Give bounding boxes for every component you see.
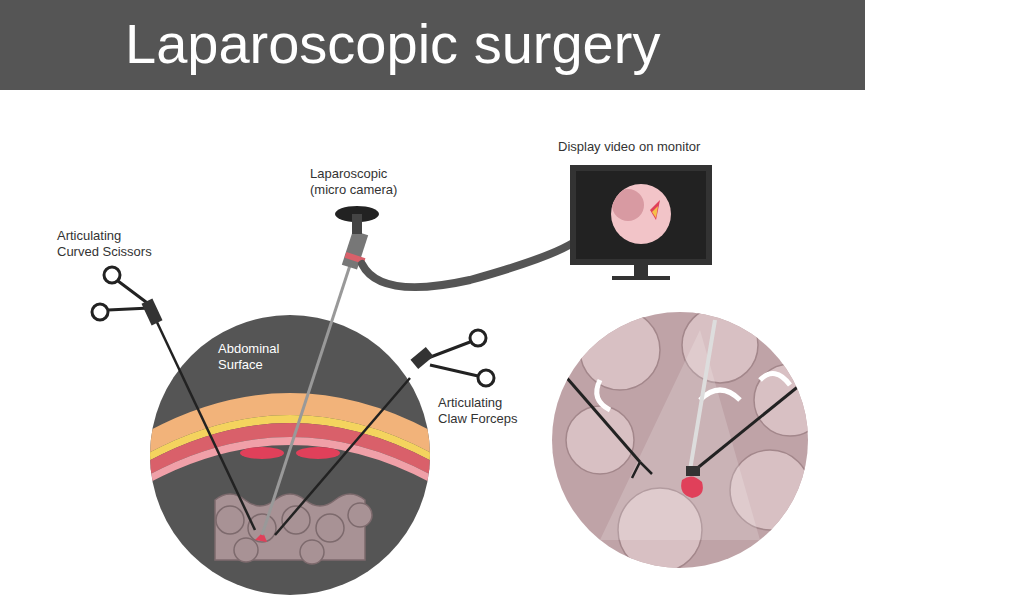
callout-label: Articulating Claw Forceps bbox=[438, 395, 530, 426]
title: Laparoscopic surgery bbox=[125, 10, 660, 77]
callout-label: Laparoscopic (micro camera) bbox=[310, 166, 410, 197]
callout-label: Articulating Curved Scissors bbox=[57, 228, 162, 259]
callout-label: Display video on monitor bbox=[558, 139, 728, 155]
callout-label: Abdominal Surface bbox=[218, 341, 296, 372]
